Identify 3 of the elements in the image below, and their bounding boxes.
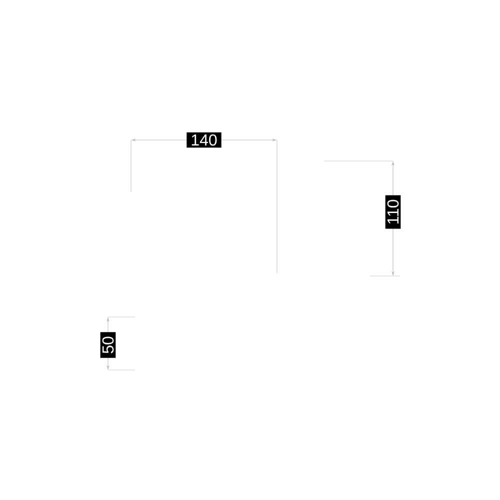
- dimension-label: 140: [186, 132, 222, 148]
- dimension-label: 110: [385, 195, 401, 229]
- dimension-label: 50: [100, 332, 116, 358]
